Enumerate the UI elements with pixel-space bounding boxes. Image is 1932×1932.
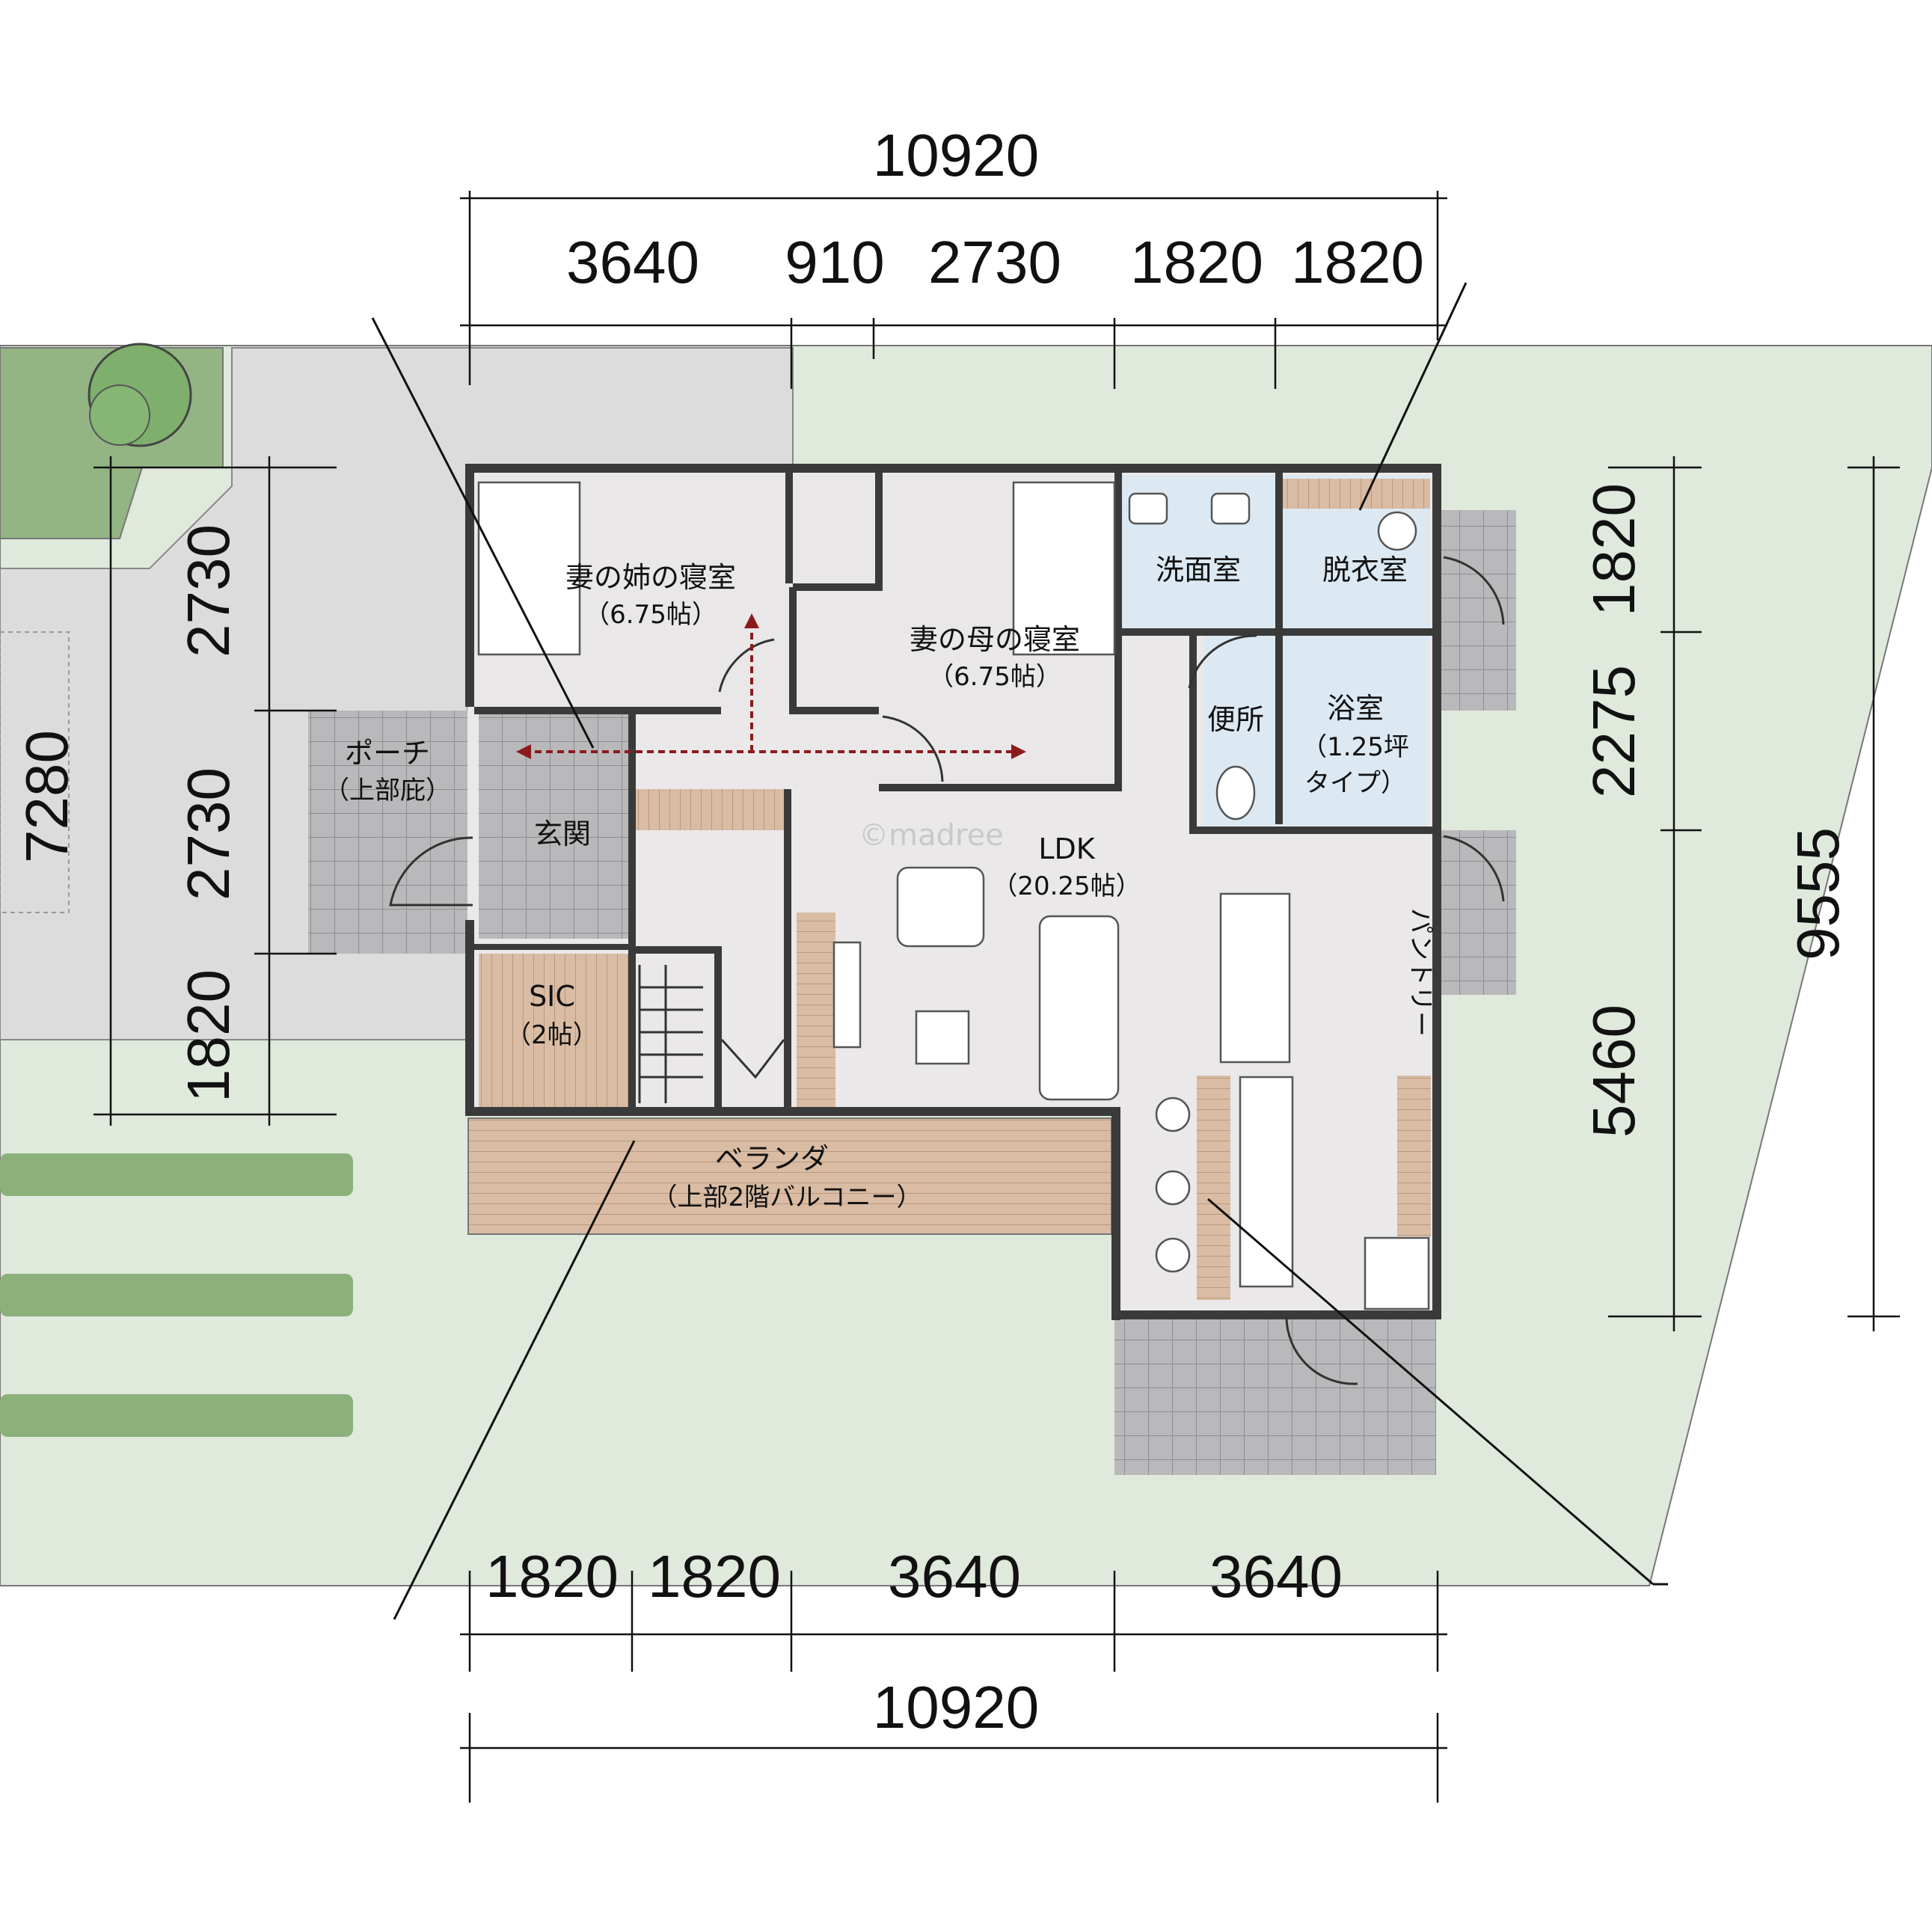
watermark: ©madree	[859, 818, 1004, 853]
room-mother-bedroom: 妻の母の寝室	[910, 623, 1080, 656]
dim-top-seg: 3640	[566, 229, 699, 295]
room-porch-sub: （上部庇）	[324, 776, 451, 806]
table-icon	[915, 1010, 970, 1065]
dimension-lines	[93, 191, 1900, 1803]
lawn-strip	[0, 1274, 353, 1316]
stool-icon	[1155, 1097, 1191, 1132]
door-icon	[389, 836, 473, 907]
dim-left-seg: 2730	[175, 767, 242, 901]
door-icon	[1285, 1316, 1358, 1385]
stool-icon	[1155, 1237, 1191, 1273]
room-bathroom-size-2: タイプ）	[1304, 768, 1406, 798]
veranda-deck	[467, 1117, 1112, 1235]
room-ldk-size: （20.25帖）	[992, 871, 1141, 901]
room-bathroom-size-1: （1.25坪	[1301, 732, 1409, 762]
room-dressing: 脱衣室	[1322, 553, 1408, 586]
door-icon	[718, 638, 775, 693]
door-icon	[1443, 835, 1505, 902]
lawn-strip	[0, 1153, 353, 1196]
kitchen-counter-icon	[1239, 1076, 1294, 1288]
room-sister-bedroom-size: （6.75帖）	[584, 600, 717, 630]
stair-icon	[638, 965, 703, 1103]
room-sic: SIC	[529, 980, 575, 1013]
room-veranda-sub: （上部2階バルコニー）	[652, 1183, 922, 1212]
lawn-strip	[0, 1394, 353, 1437]
sofa-icon	[1038, 915, 1120, 1101]
room-porch: ポーチ	[345, 737, 430, 770]
room-sister-bedroom: 妻の姉の寝室	[565, 561, 736, 594]
dim-right-outer: 9555	[1785, 827, 1851, 960]
toilet-icon	[1215, 765, 1256, 821]
room-washroom: 洗面室	[1156, 553, 1241, 586]
dimensions: 10920 3640 910 2730 1820 1820 1820 1820 …	[13, 122, 1851, 1741]
kitchen-door-paving	[1114, 1316, 1436, 1475]
dim-top-total: 10920	[873, 122, 1039, 188]
fridge-icon	[1364, 1236, 1430, 1310]
dim-left-seg: 2730	[175, 524, 242, 657]
dim-left-seg: 1820	[175, 969, 242, 1103]
dim-bottom-seg: 3640	[888, 1543, 1021, 1610]
room-toilet: 便所	[1207, 703, 1264, 736]
room-pantry: パントリー	[1405, 908, 1435, 1037]
room-sic-size: （2帖）	[506, 1020, 598, 1050]
stool-icon	[1155, 1170, 1191, 1206]
door-icon	[882, 715, 944, 782]
dim-bottom-total: 10920	[873, 1674, 1039, 1741]
dim-right-seg: 2275	[1580, 665, 1647, 798]
room-labels: 妻の姉の寝室 （6.75帖） 妻の母の寝室 （6.75帖） 洗面室 脱衣室 便所…	[324, 553, 1435, 1212]
circulation-arrows	[516, 613, 1026, 759]
room-bathroom: 浴室	[1327, 692, 1384, 725]
bed-icon	[477, 481, 581, 656]
shrub-icon	[88, 343, 192, 447]
dim-bottom-seg: 1820	[648, 1543, 781, 1610]
room-ldk: LDK	[1038, 832, 1095, 865]
leader-lines	[371, 282, 1668, 1620]
dim-left-outer: 7280	[13, 730, 80, 863]
dim-right-seg: 5460	[1580, 1005, 1647, 1138]
dim-top-seg: 2730	[928, 229, 1061, 295]
room-mother-bedroom-size: （6.75帖）	[928, 662, 1061, 692]
porch-paving	[308, 711, 473, 954]
dim-top-seg: 910	[785, 229, 884, 295]
door-icon	[1443, 556, 1505, 625]
furniture	[477, 481, 1430, 1310]
bed-icon	[1012, 481, 1116, 656]
dim-top-seg: 1820	[1130, 229, 1263, 295]
armchair-icon	[896, 866, 985, 948]
dim-bottom-seg: 1820	[485, 1543, 619, 1610]
walls	[465, 464, 1441, 1320]
room-veranda: ベランダ	[715, 1142, 829, 1175]
door-icon	[1188, 634, 1257, 689]
tv-icon	[832, 941, 862, 1049]
dim-bottom-seg: 3640	[1209, 1543, 1343, 1610]
dim-top-seg: 1820	[1291, 229, 1424, 295]
service-tile	[1432, 830, 1516, 995]
room-entrance: 玄関	[534, 818, 591, 850]
service-tile	[1432, 510, 1516, 711]
doors	[389, 556, 1505, 1385]
washing-machine-icon	[1377, 511, 1417, 551]
dining-table-icon	[1219, 892, 1291, 1064]
dim-right-seg: 1820	[1580, 483, 1647, 616]
